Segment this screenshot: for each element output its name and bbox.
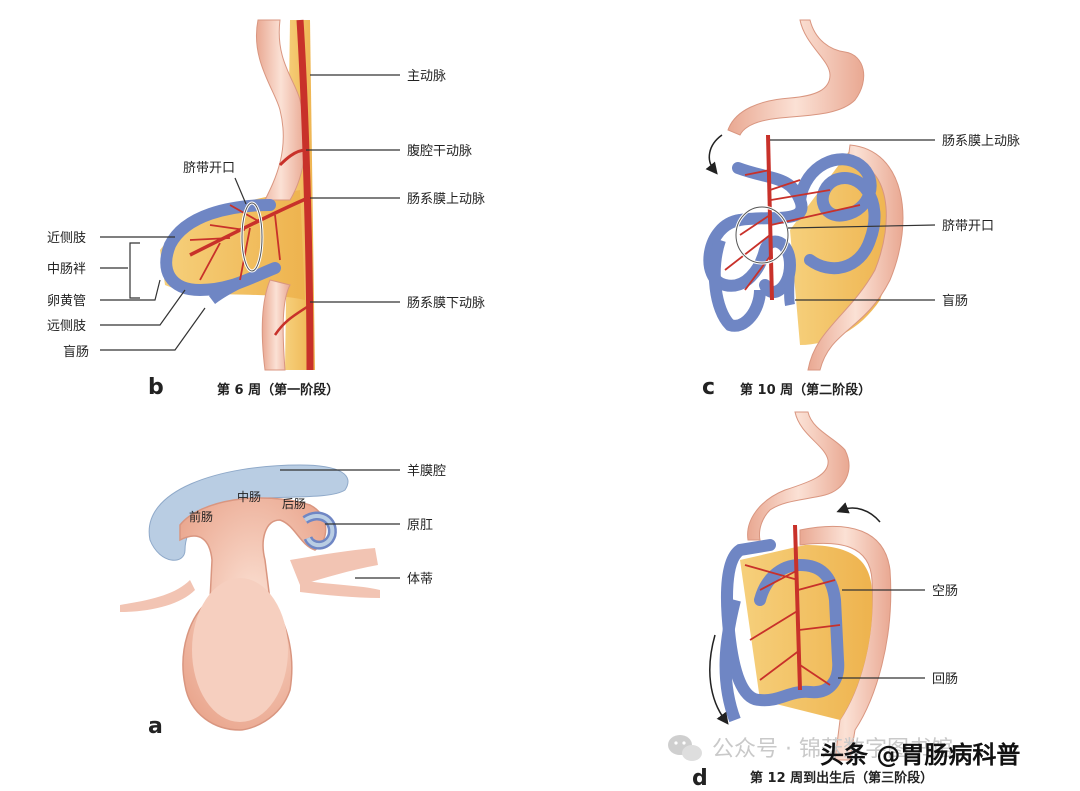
stomach-d [748, 412, 849, 540]
sma-c [768, 135, 772, 300]
panel-a: 羊膜腔 中肠 前肠 后肠 原肛 体蒂 a [120, 463, 446, 739]
label-vitelline-duct: 卵黄管 [47, 294, 86, 309]
watermark-overlay: 头条 @胃肠病科普 [820, 741, 1020, 769]
label-umbilical-opening-c: 脐带开口 [942, 219, 994, 234]
stomach [728, 20, 864, 135]
label-cecum-c: 盲肠 [942, 293, 968, 309]
yolk-sac [192, 578, 288, 722]
label-umbilical-opening-b: 脐带开口 [183, 161, 235, 176]
label-distal-limb: 远侧肢 [47, 318, 86, 334]
label-celiac: 腹腔干动脉 [407, 143, 472, 159]
caption-c: 第 10 周（第二阶段） [740, 382, 871, 398]
label-aorta: 主动脉 [407, 69, 446, 84]
label-midgut-loop: 中肠袢 [47, 262, 86, 277]
body-stalk [290, 548, 378, 585]
wechat-icon [668, 735, 702, 761]
label-ileum: 回肠 [932, 672, 958, 687]
label-amniotic-cavity: 羊膜腔 [407, 463, 446, 479]
caption-b: 第 6 周（第一阶段） [217, 382, 339, 398]
panel-d: 空肠 回肠 d 第 12 周到出生后（第三阶段） [692, 412, 958, 791]
panel-b: 主动脉 腹腔干动脉 肠系膜上动脉 肠系膜下动脉 脐带开口 近侧肢 中肠袢 卵黄管… [47, 20, 485, 400]
label-sma-b: 肠系膜上动脉 [407, 192, 485, 207]
panel-letter-c: c [702, 375, 715, 400]
label-jejunum: 空肠 [932, 584, 958, 599]
distal-c [789, 260, 790, 305]
label-body-stalk: 体蒂 [407, 572, 433, 587]
panel-letter-b: b [148, 375, 164, 400]
rotation-arrow-c [709, 135, 722, 170]
watermark: 公众号 · 锦莯数字图书馆 头条 @胃肠病科普 [668, 735, 1020, 769]
panel-letter-d: d [692, 766, 708, 791]
label-foregut: 前肠 [189, 509, 213, 524]
label-cloaca: 原肛 [407, 518, 433, 533]
panel-letter-a: a [148, 714, 163, 739]
label-proximal-limb: 近侧肢 [47, 230, 86, 246]
panel-c: 肠系膜上动脉 脐带开口 盲肠 c 第 10 周（第二阶段） [702, 20, 1020, 400]
label-cecum-b: 盲肠 [63, 344, 89, 360]
rotation-arrow-d-top [842, 508, 880, 522]
label-ima: 肠系膜下动脉 [407, 296, 485, 311]
label-midgut: 中肠 [237, 489, 261, 504]
label-hindgut: 后肠 [282, 497, 306, 511]
label-sma-c: 肠系膜上动脉 [942, 134, 1020, 149]
caption-d: 第 12 周到出生后（第三阶段） [750, 770, 933, 786]
